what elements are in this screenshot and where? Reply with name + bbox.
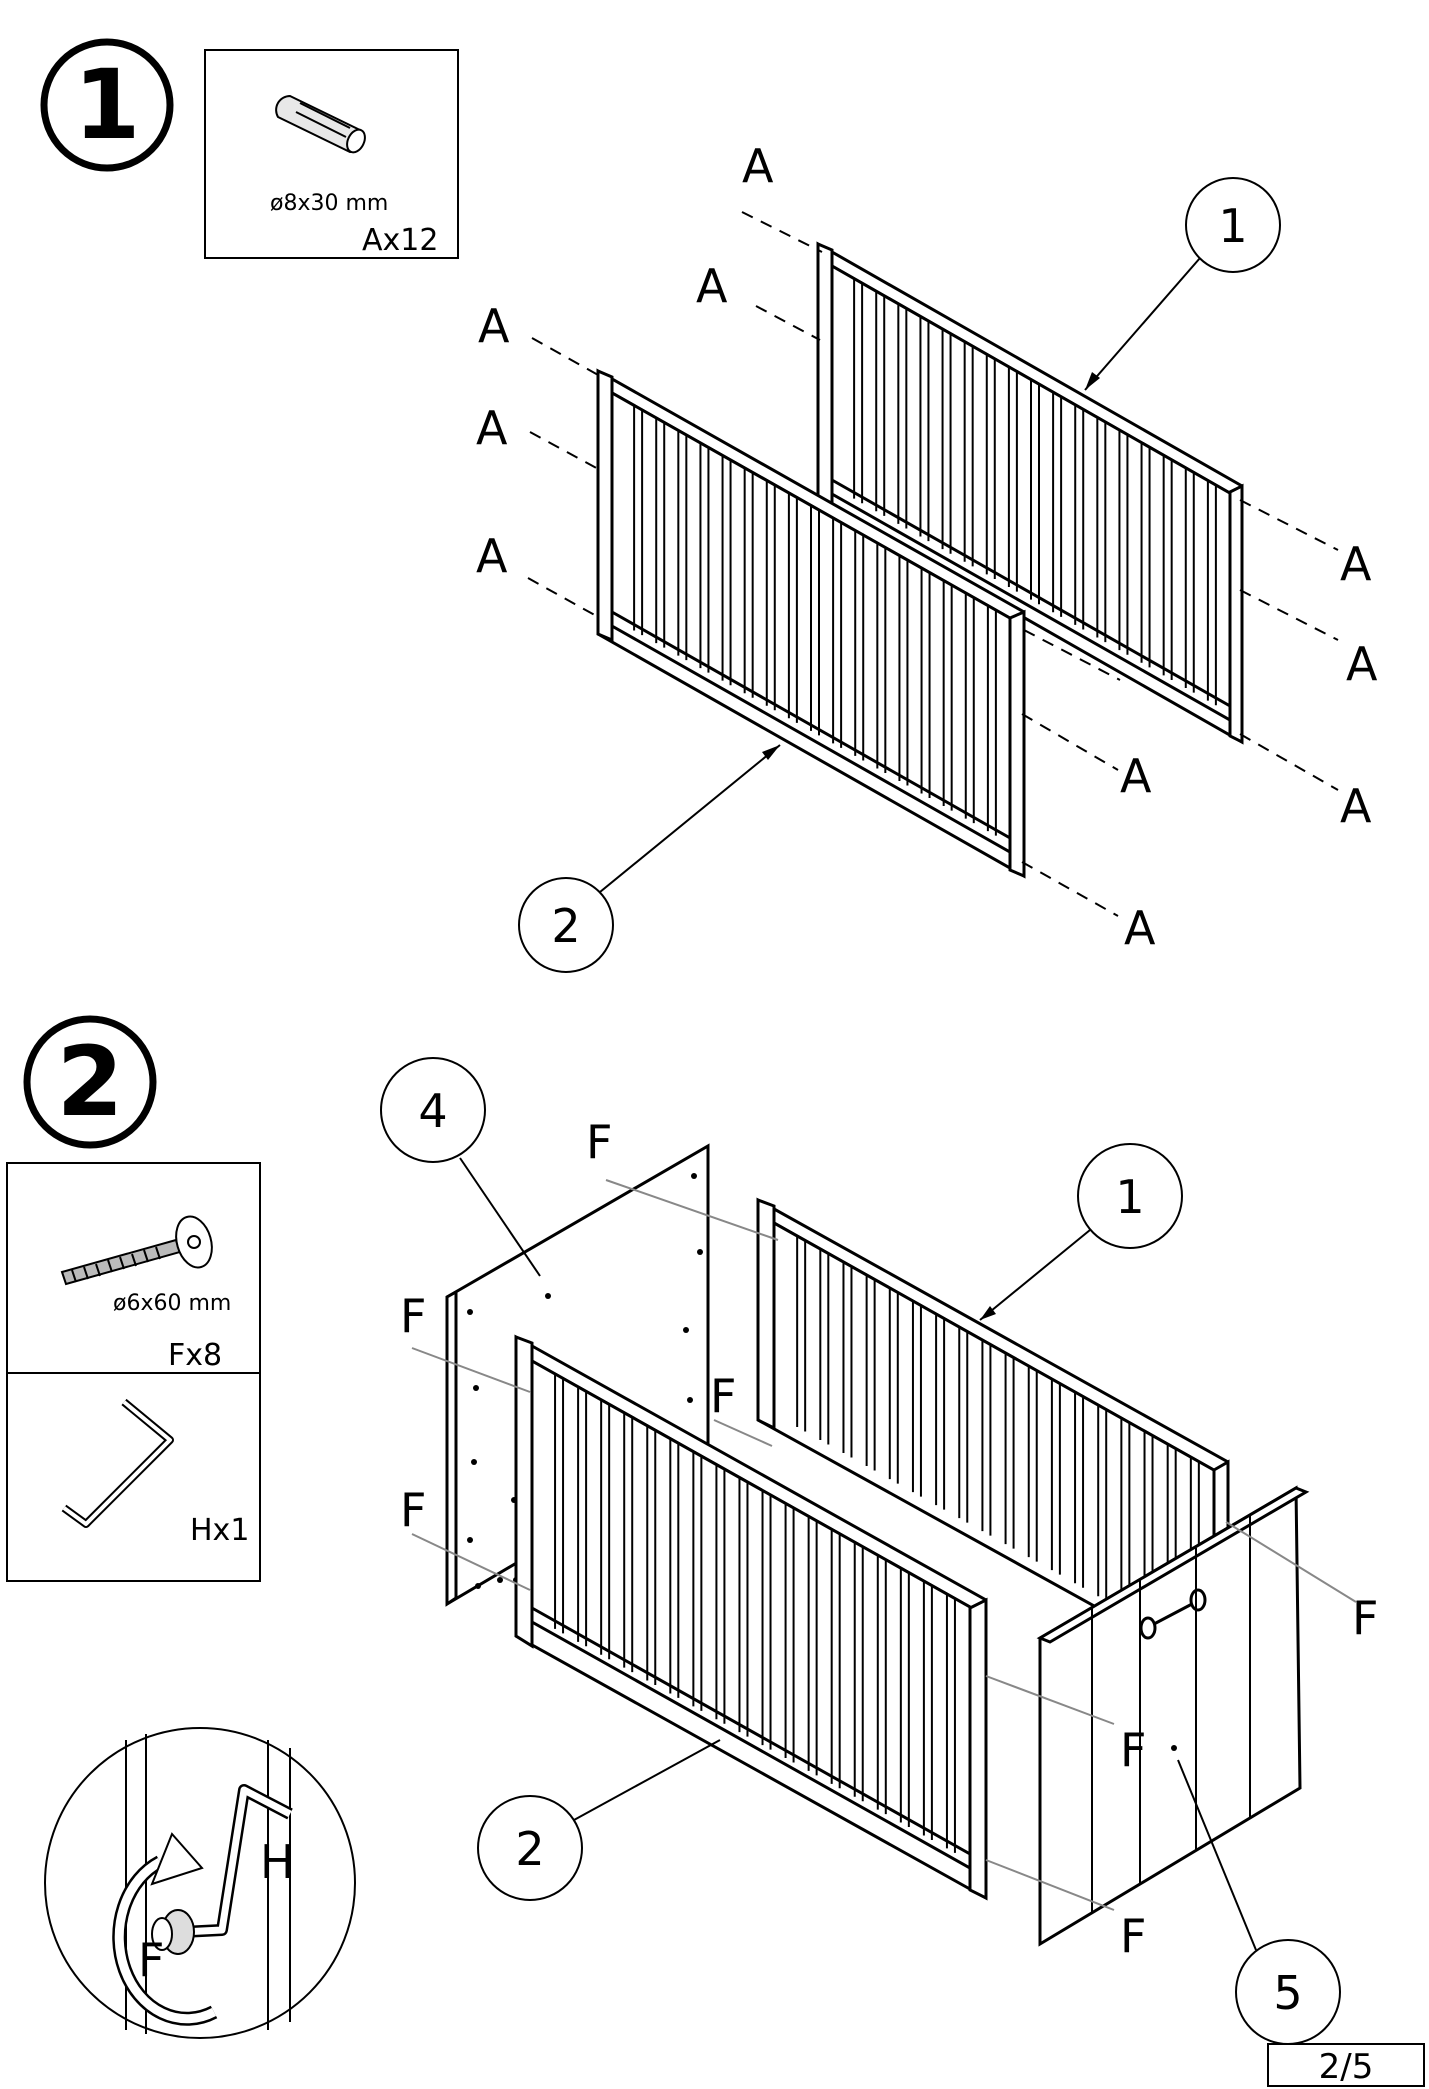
step-1-number: 1	[74, 49, 141, 161]
callout-part-4: 4	[380, 1057, 541, 1277]
step-2-number: 2	[57, 1026, 124, 1138]
bolt-size-label: ø6x60 mm	[113, 1291, 231, 1316]
step-2-badge: 2	[23, 1015, 157, 1149]
step-1: 1 ø8x30 mm Ax12	[40, 38, 1378, 973]
bolt-icon	[60, 1215, 213, 1286]
bolt-label-f: F	[1120, 1909, 1146, 1963]
detail-label-f: F	[138, 1933, 164, 1987]
bolt-label-f: F	[1120, 1723, 1146, 1777]
dowel-label-a: A	[476, 401, 508, 455]
dowel-label-a: A	[1346, 637, 1378, 691]
detail-view: H F	[44, 1727, 356, 2039]
svg-text:2: 2	[515, 1822, 544, 1876]
rail-2-drawing	[596, 368, 1026, 879]
hex-key-icon	[61, 1398, 174, 1528]
bolt-label-f: F	[710, 1369, 736, 1423]
callout-part-1-step-2: 1	[979, 1143, 1183, 1321]
bolt-labels-step-2: F F F F F F F	[400, 1115, 1378, 1963]
dowel-guides-step-1	[527, 211, 1339, 917]
hex-key-in-use-icon	[181, 1784, 293, 1938]
callout-part-5: 5	[1177, 1759, 1341, 2045]
rotate-arrow-icon	[112, 1832, 218, 2026]
page-number-box: 2/5	[1267, 2043, 1425, 2087]
bolt-quantity-label: Fx8	[168, 1338, 222, 1373]
bolt-label-f: F	[400, 1483, 426, 1537]
callout-part-2-step-2: 2	[477, 1739, 721, 1901]
dowel-label-a: A	[1340, 779, 1372, 833]
panel-5-drawing	[1036, 1485, 1310, 1947]
bolt-guides-step-2	[411, 1179, 1357, 1911]
dowel-label-a: A	[1124, 901, 1156, 955]
svg-text:1: 1	[1115, 1170, 1144, 1224]
detail-label-h: H	[260, 1835, 295, 1889]
dowel-label-a: A	[478, 299, 510, 353]
dowel-label-a: A	[1120, 749, 1152, 803]
bolt-head-icon	[151, 1909, 195, 1955]
rail-1-drawing	[816, 241, 1244, 745]
callout-part-1-step-1: 1	[1084, 177, 1281, 391]
dowel-labels-step-1: A A A A A A A A A A	[476, 139, 1378, 955]
step-1-badge: 1	[40, 38, 174, 172]
rail-2-step-2-slats	[554, 1373, 956, 1853]
svg-text:1: 1	[1218, 199, 1247, 253]
svg-text:5: 5	[1273, 1966, 1302, 2020]
rail-1-slats	[853, 278, 1217, 706]
step-2-hardware-box: ø6x60 mm Fx8 Hx1	[6, 1162, 261, 1582]
dowel-size-label: ø8x30 mm	[270, 191, 388, 216]
dowel-label-a: A	[476, 529, 508, 583]
callout-part-2-step-1: 2	[518, 744, 781, 973]
dowel-quantity-label: Ax12	[362, 223, 438, 258]
dowel-label-a: A	[742, 139, 774, 193]
bolt-label-f: F	[400, 1289, 426, 1343]
step-2: 2 ø6x60 mm Fx8 Hx1	[6, 1015, 1378, 2045]
step-1-hardware-box: ø8x30 mm Ax12	[204, 49, 459, 259]
bolt-label-f: F	[1352, 1591, 1378, 1645]
dowel-icon	[275, 94, 366, 154]
rail-2-step-2-drawing	[514, 1334, 988, 1901]
bolt-label-f: F	[586, 1115, 612, 1169]
page-number: 2/5	[1319, 2047, 1374, 2087]
svg-text:2: 2	[551, 899, 580, 953]
dowel-label-a: A	[696, 259, 728, 313]
dowel-label-a: A	[1340, 537, 1372, 591]
panel-5-handle	[1139, 1588, 1207, 1640]
hex-key-quantity-label: Hx1	[190, 1513, 249, 1548]
svg-text:4: 4	[418, 1084, 447, 1138]
rail-2-slats	[633, 405, 997, 836]
